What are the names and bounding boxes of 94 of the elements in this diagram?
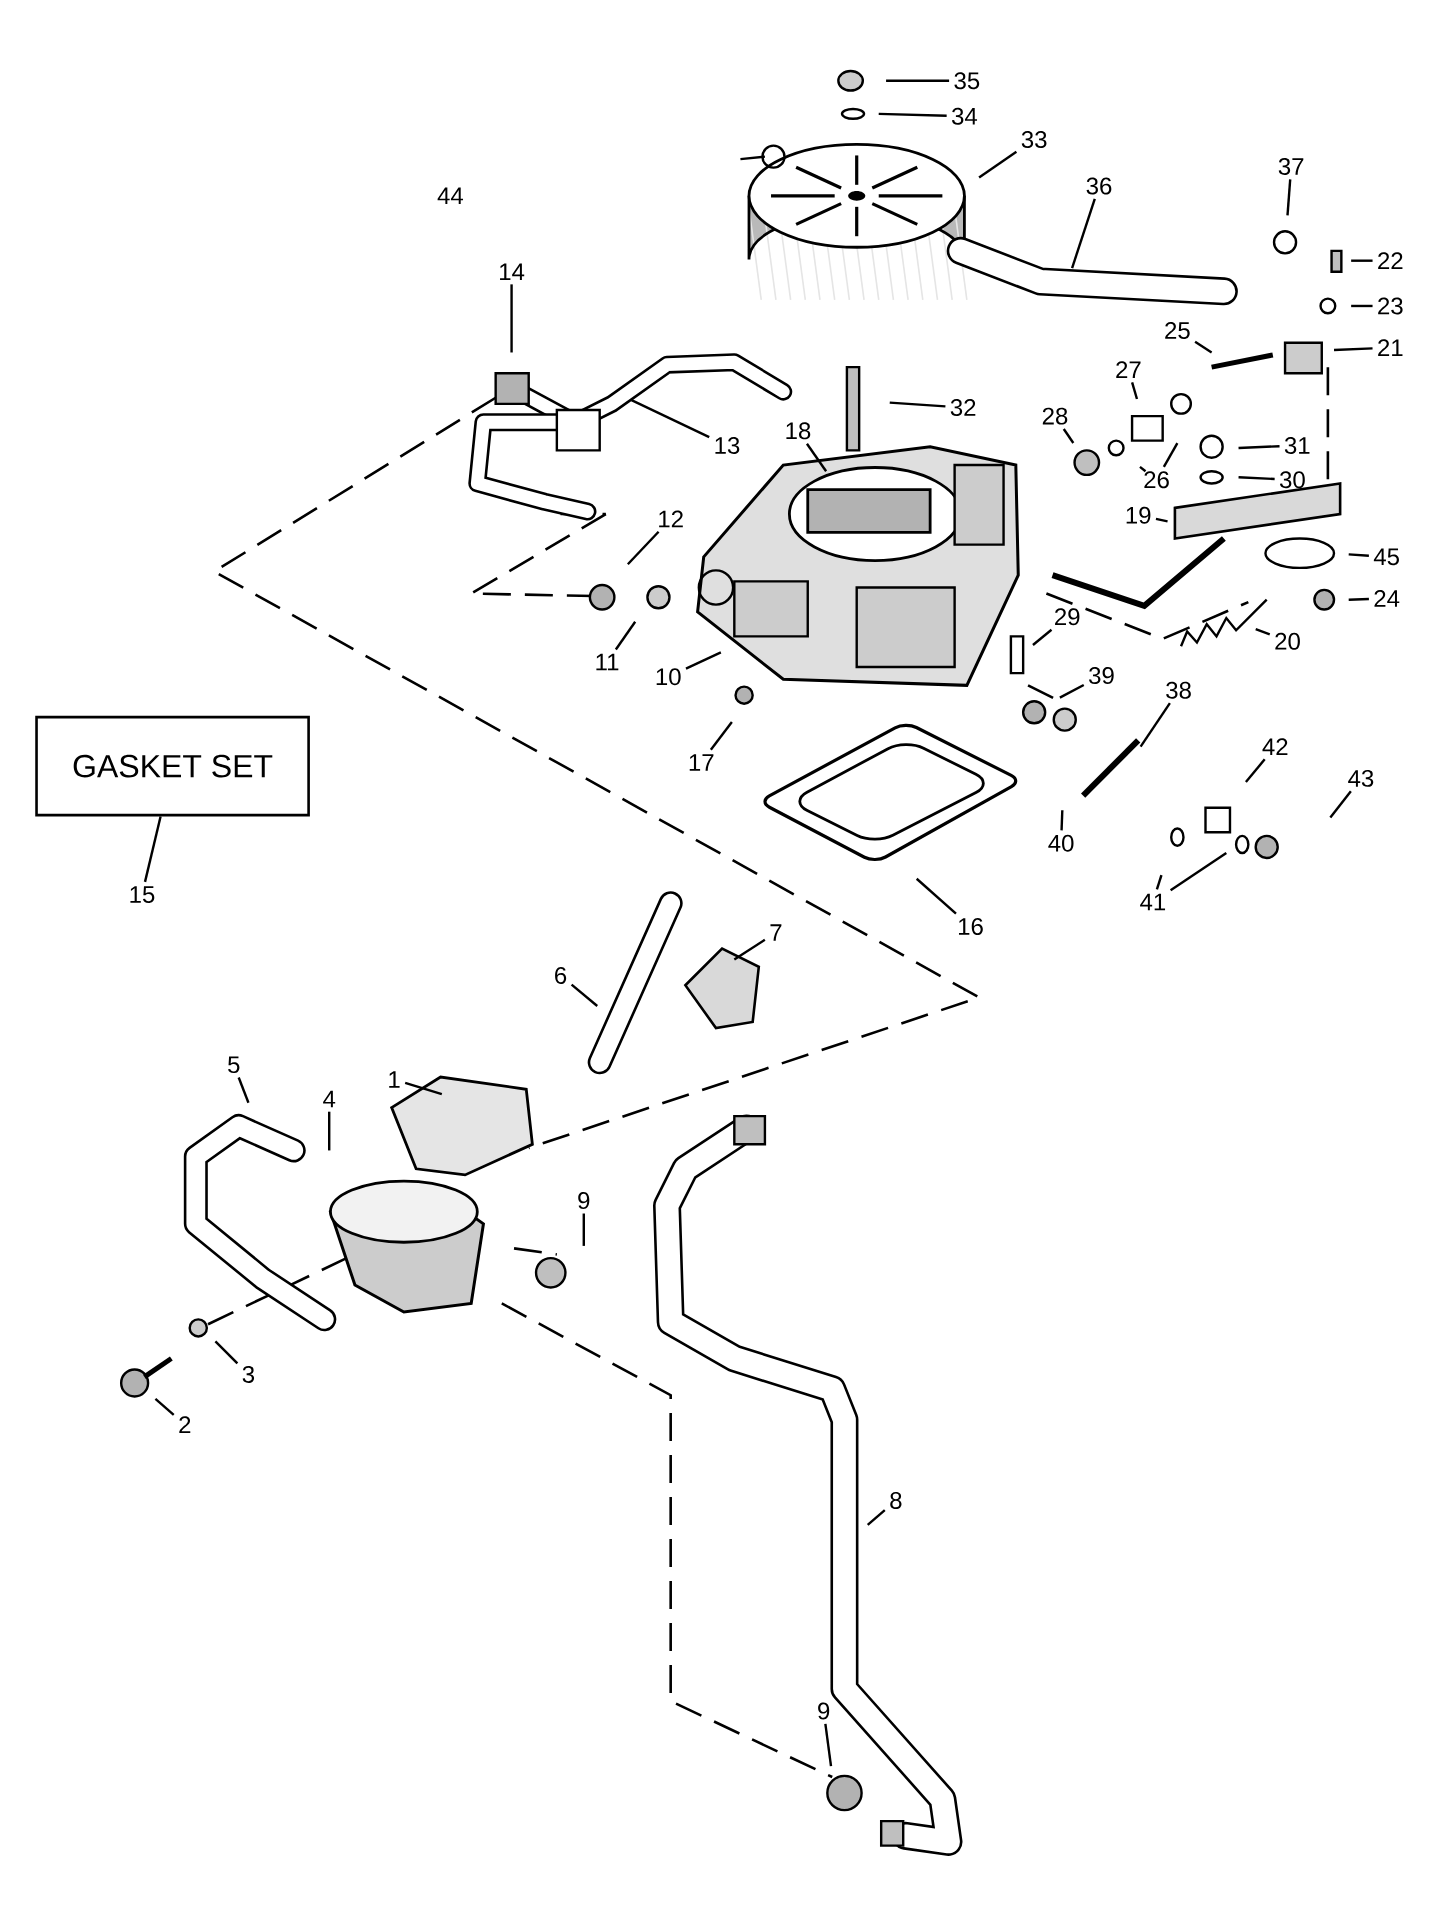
leader-line — [878, 112, 947, 117]
callout-number: 4 — [323, 1090, 336, 1108]
leader-line — [327, 1111, 331, 1151]
leader-line — [685, 651, 722, 670]
leader-line — [1329, 790, 1352, 819]
callout-number: 24 — [1374, 590, 1400, 607]
leader-line — [733, 938, 766, 961]
callout-number: 23 — [1378, 297, 1403, 315]
callout-number: 37 — [1278, 157, 1304, 175]
callout-number: 25 — [1165, 321, 1190, 339]
leader-line — [1155, 517, 1168, 523]
leader-line — [630, 399, 710, 439]
leader-line — [582, 1213, 585, 1246]
leader-line — [824, 1723, 833, 1767]
leader-line — [1255, 627, 1271, 636]
callout-number: 31 — [1284, 437, 1310, 454]
leader-line — [1139, 465, 1147, 473]
leader-line — [214, 1340, 239, 1365]
callout-number: 1 — [389, 1071, 400, 1088]
leader-line — [885, 79, 949, 82]
callout-number: 22 — [1378, 252, 1403, 270]
callout-number: 44 — [437, 187, 463, 205]
leader-line — [1351, 259, 1373, 262]
callout-number: 30 — [1279, 471, 1305, 489]
leader-line — [915, 877, 957, 915]
leader-line — [1032, 628, 1053, 646]
leader-line — [1194, 340, 1213, 354]
callout-number: 11 — [596, 653, 619, 671]
callout-number: 42 — [1262, 738, 1288, 755]
callout-number: 21 — [1378, 339, 1403, 356]
leader-line — [1333, 347, 1373, 352]
callout-number: 27 — [1116, 361, 1141, 378]
callout-number: 41 — [1139, 893, 1165, 911]
leader-line — [1286, 179, 1292, 216]
leader-line — [237, 1077, 250, 1104]
callout-number: 2 — [179, 1416, 191, 1433]
callout-number: 3 — [242, 1365, 254, 1383]
leader-line — [510, 284, 513, 353]
callout-number: 6 — [554, 966, 567, 984]
callout-number: 33 — [1021, 131, 1047, 148]
callout-number: 19 — [1126, 506, 1151, 524]
callout-number: 18 — [786, 422, 811, 440]
leader-line — [805, 443, 827, 472]
callout-number: 12 — [659, 510, 683, 528]
callout-number: 36 — [1086, 177, 1112, 195]
callout-number: 20 — [1275, 632, 1300, 650]
leader-line — [1348, 553, 1369, 557]
leader-line — [154, 1397, 175, 1416]
leader-line — [978, 150, 1017, 179]
leader-line — [404, 1081, 443, 1096]
leader-line — [1162, 442, 1179, 468]
callout-number: 9 — [818, 1702, 830, 1720]
callout-number: 16 — [958, 918, 983, 935]
callout-number: 43 — [1348, 769, 1374, 787]
leader-line — [1348, 597, 1369, 601]
callout-number: 14 — [499, 263, 525, 280]
leader-line — [1238, 476, 1275, 481]
callout-number: 38 — [1166, 681, 1191, 699]
callout-number: 29 — [1054, 608, 1080, 626]
leader-line — [1244, 758, 1266, 783]
leader-line — [614, 621, 637, 651]
callout-number: 8 — [890, 1491, 902, 1509]
leader-line — [866, 1509, 886, 1526]
callout-number: 35 — [954, 72, 980, 90]
callout-number: 32 — [950, 399, 976, 417]
callout-number: 10 — [656, 668, 681, 686]
leader-line — [1060, 810, 1064, 831]
leader-line — [626, 530, 660, 566]
leader-line — [709, 721, 733, 751]
leader-line — [1351, 304, 1373, 308]
leader-line — [889, 401, 946, 408]
callout-number: 17 — [689, 754, 714, 771]
callout-number: 15 — [130, 886, 155, 903]
leader-line — [1139, 702, 1171, 748]
leader-line — [143, 816, 162, 883]
callout-number: 26 — [1144, 471, 1169, 489]
leader-line — [1130, 382, 1138, 400]
callout-number: 5 — [227, 1056, 240, 1074]
callout-number: 7 — [770, 924, 782, 941]
callout-number: 39 — [1088, 667, 1114, 685]
callout-number: 34 — [951, 107, 977, 125]
callout-number: 28 — [1042, 407, 1068, 425]
leader-line — [1059, 683, 1085, 699]
leader-line — [570, 983, 598, 1007]
leader-line — [1169, 852, 1227, 892]
callout-number: 13 — [715, 437, 740, 454]
leader-line — [1070, 198, 1096, 269]
leader-line — [1238, 445, 1280, 450]
callout-number: 45 — [1373, 548, 1399, 566]
label-box: GASKET SET — [35, 715, 310, 817]
leader-line — [1155, 874, 1163, 890]
callout-number: 9 — [578, 1192, 590, 1210]
leader-line — [1062, 428, 1075, 444]
callout-number: 40 — [1048, 834, 1074, 852]
